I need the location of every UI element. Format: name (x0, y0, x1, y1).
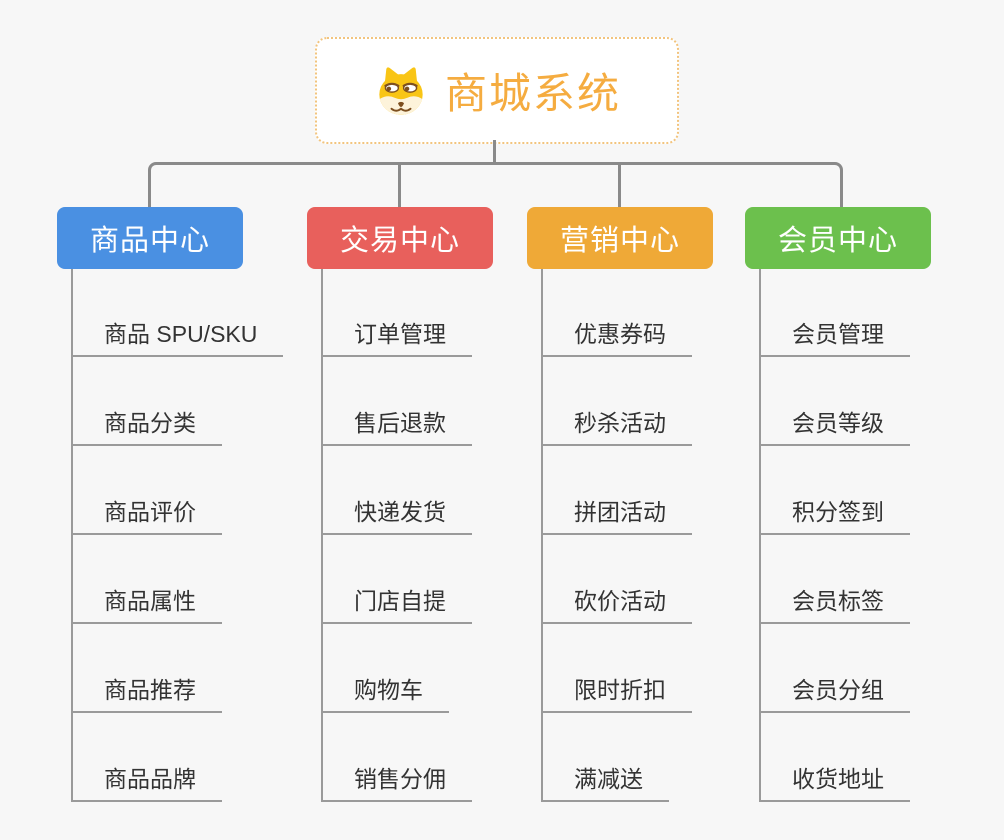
leaf-node[interactable]: 商品 SPU/SKU (71, 320, 284, 357)
leaf-node[interactable]: 积分签到 (759, 498, 910, 535)
leaf-node[interactable]: 优惠券码 (541, 320, 692, 357)
branch-node-marketing-center[interactable]: 营销中心 (527, 207, 713, 269)
leaf-node[interactable]: 会员管理 (759, 320, 910, 357)
branch-trunk-line (759, 269, 761, 802)
branch-node-trade-center[interactable]: 交易中心 (307, 207, 493, 269)
branch-node-product-center[interactable]: 商品中心 (57, 207, 243, 269)
branch-trunk-line (541, 269, 543, 802)
leaf-node[interactable]: 会员等级 (759, 409, 910, 446)
branch-node-member-center[interactable]: 会员中心 (745, 207, 931, 269)
leaf-node[interactable]: 购物车 (321, 676, 449, 713)
leaf-node[interactable]: 商品分类 (71, 409, 222, 446)
leaf-node[interactable]: 会员标签 (759, 587, 910, 624)
leaf-node[interactable]: 快递发货 (321, 498, 472, 535)
leaf-node[interactable]: 商品评价 (71, 498, 222, 535)
leaf-node[interactable]: 会员分组 (759, 676, 910, 713)
branch-trunk-line (71, 269, 73, 802)
leaf-node[interactable]: 销售分佣 (321, 765, 472, 802)
leaf-node[interactable]: 售后退款 (321, 409, 472, 446)
leaf-node[interactable]: 商品品牌 (71, 765, 222, 802)
branch-trunk-line (321, 269, 323, 802)
leaf-node[interactable]: 满减送 (541, 765, 669, 802)
connector-root-stem (493, 140, 496, 162)
leaf-node[interactable]: 秒杀活动 (541, 409, 692, 446)
leaf-node[interactable]: 砍价活动 (541, 587, 692, 624)
connector-bracket (148, 162, 843, 210)
branch-member-center: 会员中心 会员管理 会员等级 积分签到 会员标签 会员分组 收货地址 (745, 207, 997, 817)
leaf-node[interactable]: 商品推荐 (71, 676, 222, 713)
leaf-node[interactable]: 门店自提 (321, 587, 472, 624)
leaf-node[interactable]: 订单管理 (321, 320, 472, 357)
leaf-node[interactable]: 商品属性 (71, 587, 222, 624)
branch-marketing-center: 营销中心 优惠券码 秒杀活动 拼团活动 砍价活动 限时折扣 满减送 (527, 207, 779, 817)
leaf-node[interactable]: 限时折扣 (541, 676, 692, 713)
leaf-node[interactable]: 收货地址 (759, 765, 910, 802)
branch-product-center: 商品中心 商品 SPU/SKU 商品分类 商品评价 商品属性 商品推荐 商品品牌 (57, 207, 309, 817)
branch-trade-center: 交易中心 订单管理 售后退款 快递发货 门店自提 购物车 销售分佣 (307, 207, 559, 817)
connector-drop-marketing (618, 162, 621, 207)
root-node-mall-system[interactable]: 商城系统 (315, 37, 679, 144)
doge-face-icon (379, 66, 423, 115)
connector-drop-trade (398, 162, 401, 207)
root-title: 商城系统 (444, 70, 621, 117)
leaf-node[interactable]: 拼团活动 (541, 498, 692, 535)
